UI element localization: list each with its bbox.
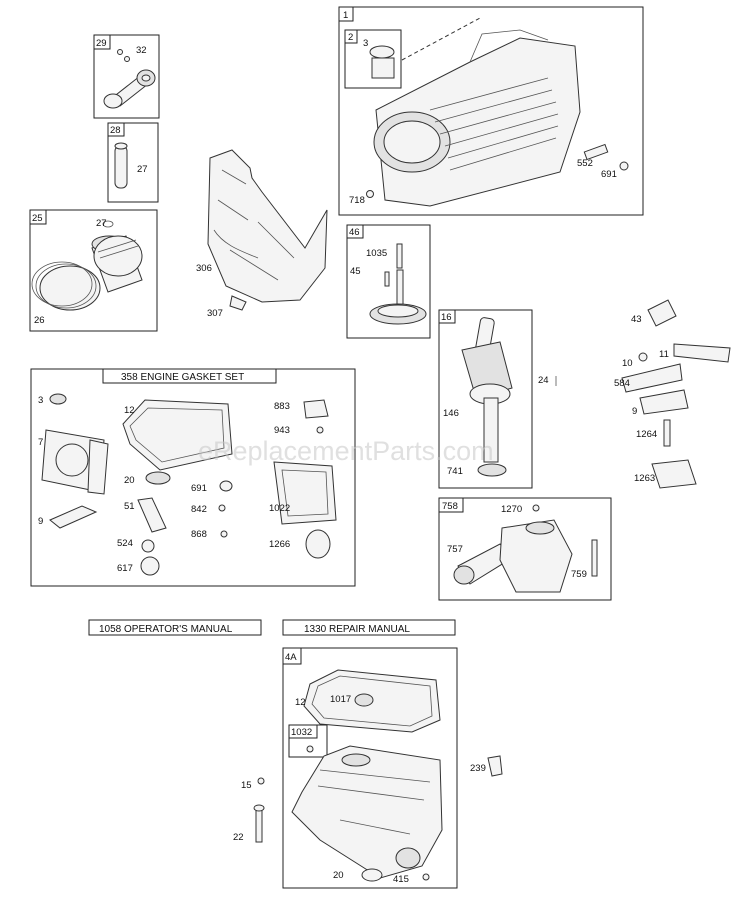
- label-12-sump: 12: [295, 697, 306, 708]
- label-146: 146: [443, 408, 459, 419]
- tag-cylinder: 1: [343, 10, 348, 21]
- label-22: 22: [233, 832, 244, 843]
- label-10: 10: [622, 358, 633, 369]
- label-12-gasket: 12: [124, 405, 135, 416]
- label-415: 415: [393, 874, 409, 885]
- piston-part: [31, 220, 143, 311]
- crankshaft-part: [461, 317, 513, 477]
- label-757: 757: [447, 544, 463, 555]
- label-883: 883: [274, 401, 290, 412]
- operators-manual-box: 1058 OPERATOR'S MANUAL: [88, 619, 262, 636]
- label-552: 552: [577, 158, 593, 169]
- gasket-set-parts: [41, 393, 337, 576]
- operators-manual-label: 1058 OPERATOR'S MANUAL: [99, 624, 233, 635]
- label-1263: 1263: [634, 473, 655, 484]
- label-524: 524: [117, 538, 133, 549]
- air-guide-part: [207, 149, 328, 311]
- tag-cam: 758: [442, 501, 458, 512]
- label-51: 51: [124, 501, 135, 512]
- crankshaft-box: 16: [438, 309, 533, 489]
- label-1022: 1022: [269, 503, 290, 514]
- label-1017: 1017: [330, 694, 351, 705]
- cylinder-box: 1 2: [338, 6, 644, 216]
- label-20-sump: 20: [333, 870, 344, 881]
- tag-crank: 16: [441, 312, 452, 323]
- label-307: 307: [207, 308, 223, 319]
- right-loose-parts: [621, 299, 731, 489]
- label-1264: 1264: [636, 429, 657, 440]
- tag-sump-sub: 1032: [291, 727, 312, 738]
- label-27-pin: 27: [137, 164, 148, 175]
- camshaft-box: 758: [438, 497, 612, 601]
- wrist-pin-part: [114, 142, 128, 189]
- repair-manual-box: 1330 REPAIR MANUAL: [282, 619, 456, 636]
- label-943: 943: [274, 425, 290, 436]
- label-239: 239: [470, 763, 486, 774]
- piston-box: 25: [29, 209, 158, 332]
- gasket-set-box: 358 ENGINE GASKET SET: [30, 368, 356, 587]
- label-45: 45: [350, 266, 361, 277]
- connecting-rod-box: 29: [93, 34, 160, 119]
- label-741: 741: [447, 466, 463, 477]
- governor-box: 46: [346, 224, 431, 339]
- label-3-gasket: 3: [38, 395, 43, 406]
- label-718: 718: [349, 195, 365, 206]
- sump-fasteners: [253, 755, 503, 843]
- label-27-ring: 27: [96, 218, 107, 229]
- label-32: 32: [136, 45, 147, 56]
- wrist-pin-box: 28: [107, 122, 159, 203]
- cylinder-block-part: [366, 17, 629, 207]
- label-1035: 1035: [366, 248, 387, 259]
- label-11: 11: [659, 349, 669, 360]
- label-7: 7: [38, 437, 43, 448]
- tag-governor: 46: [349, 227, 360, 238]
- label-759: 759: [571, 569, 587, 580]
- sump-box: 4A 1032: [282, 647, 458, 889]
- label-9-right: 9: [632, 406, 637, 417]
- label-691-gasket: 691: [191, 483, 207, 494]
- sump-parts: [291, 669, 443, 882]
- tag-pin: 28: [110, 125, 121, 136]
- camshaft-part: [453, 504, 598, 593]
- label-868: 868: [191, 529, 207, 540]
- label-691: 691: [601, 169, 617, 180]
- label-842: 842: [191, 504, 207, 515]
- label-3: 3: [363, 38, 368, 49]
- label-26: 26: [34, 315, 45, 326]
- gasket-set-title: 358 ENGINE GASKET SET: [121, 372, 244, 383]
- tag-sump: 4A: [285, 652, 297, 663]
- label-24: 24: [538, 375, 549, 386]
- tag-piston-sub: 2: [348, 32, 353, 43]
- label-15: 15: [241, 780, 252, 791]
- connecting-rod-part: [103, 49, 156, 109]
- tag-piston: 25: [32, 213, 43, 224]
- label-20-gasket: 20: [124, 475, 135, 486]
- label-306: 306: [196, 263, 212, 274]
- watermark: eReplacementParts.com: [198, 436, 494, 466]
- label-617: 617: [117, 563, 133, 574]
- label-1270: 1270: [501, 504, 522, 515]
- label-1266: 1266: [269, 539, 290, 550]
- label-9-gasket: 9: [38, 516, 43, 527]
- repair-manual-label: 1330 REPAIR MANUAL: [304, 624, 410, 635]
- label-43: 43: [631, 314, 642, 325]
- tag-rod: 29: [96, 38, 107, 49]
- governor-part: [369, 243, 427, 325]
- label-584: 584: [614, 378, 630, 389]
